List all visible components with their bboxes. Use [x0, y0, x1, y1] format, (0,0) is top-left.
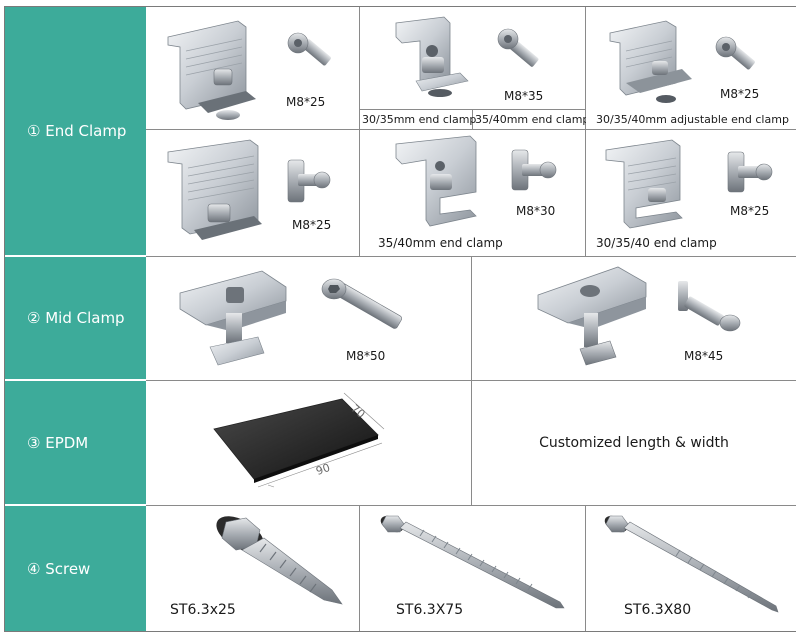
end-clamp-cell-5: M8*30 35/40mm end clamp: [360, 130, 586, 257]
category-label: ③ EPDM: [27, 433, 89, 452]
mid-clamp-image: [179, 270, 287, 366]
bolt-icon: [321, 278, 403, 329]
category-label: ② Mid Clamp: [27, 309, 125, 327]
caption-label: 35/40mm end clamp: [378, 236, 503, 250]
screw-cell-1: ST6.3x25: [146, 506, 360, 631]
screw-image: [604, 515, 779, 613]
bolt-icon: [497, 28, 539, 67]
bolt-size-label: M8*25: [292, 218, 332, 232]
bolt-size-label: M8*30: [516, 204, 556, 218]
divider: [472, 109, 473, 130]
category-end-clamp: ① End Clamp: [5, 7, 146, 257]
mid-clamp-cell-2: M8*45: [472, 257, 796, 381]
screw-size-label: ST6.3X75: [396, 602, 464, 618]
category-label: ④ Screw: [27, 559, 91, 578]
end-clamp-image: [395, 16, 469, 97]
epdm-size-note: Customized length & width: [539, 435, 729, 451]
screw-size-label: ST6.3X80: [624, 602, 692, 618]
category-epdm: ③ EPDM: [5, 381, 146, 506]
category-screw: ④ Screw: [5, 506, 146, 631]
end-clamp-image: [605, 139, 683, 229]
end-clamp-image: [395, 135, 477, 227]
category-mid-clamp: ② Mid Clamp: [5, 257, 146, 381]
bolt-icon: [678, 281, 741, 332]
epdm-pad-image: [213, 392, 385, 488]
bolt-icon: [727, 151, 773, 193]
end-clamp-image: [167, 20, 256, 120]
epdm-cell-note: Customized length & width: [472, 381, 796, 506]
epdm-cell-image: 70 90: [146, 381, 472, 506]
end-clamp-cell-2: M8*35 30/35mm end clamp 35/40mm end clam…: [360, 7, 590, 130]
end-clamp-cell-6: M8*25 30/35/40 end clamp: [586, 130, 796, 257]
caption-label: 35/40mm end clamp: [475, 113, 590, 126]
screw-size-label: ST6.3x25: [170, 602, 236, 618]
bolt-size-label: M8*50: [346, 349, 386, 363]
category-label: ① End Clamp: [27, 122, 127, 140]
bolt-size-label: M8*25: [730, 204, 770, 218]
mid-clamp-cell-1: M8*50: [146, 257, 472, 381]
end-clamp-image: [167, 139, 262, 240]
mid-clamp-image: [537, 266, 647, 366]
caption-label: 30/35/40mm adjustable end clamp: [596, 113, 789, 126]
bolt-size-label: M8*25: [286, 95, 326, 109]
bolt-icon: [287, 32, 331, 66]
end-clamp-cell-3: M8*25 30/35/40mm adjustable end clamp: [586, 7, 796, 130]
end-clamp-cell-4: M8*25: [146, 130, 360, 257]
end-clamp-cell-1: M8*25: [146, 7, 360, 130]
screw-cell-2: ST6.3X75: [360, 506, 586, 631]
screw-cell-3: ST6.3X80: [586, 506, 796, 631]
bolt-icon: [511, 149, 557, 191]
bolt-size-label: M8*35: [504, 89, 544, 103]
caption-label: 30/35mm end clamp: [362, 113, 477, 126]
screw-image: [380, 515, 565, 609]
bolt-size-label: M8*25: [720, 87, 760, 101]
end-clamp-image: [609, 20, 692, 103]
divider: [360, 109, 586, 110]
caption-label: 30/35/40 end clamp: [596, 236, 717, 250]
bolt-icon: [287, 159, 331, 203]
bolt-size-label: M8*45: [684, 349, 724, 363]
screw-image: [216, 516, 343, 605]
bolt-icon: [715, 36, 755, 70]
